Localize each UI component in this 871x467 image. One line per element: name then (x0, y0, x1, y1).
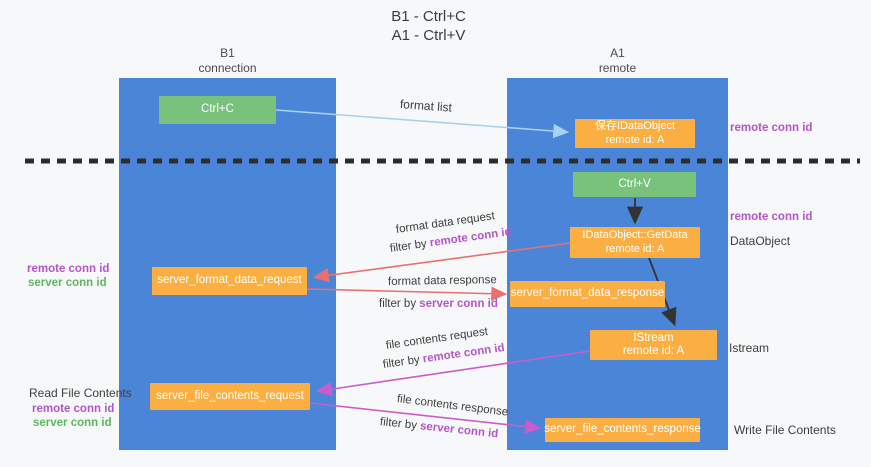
filter-by-text: filter by (379, 298, 420, 310)
remote-conn-id-annotation-top-left: remote conn id (27, 263, 110, 275)
file-contents-request-arrow (315, 350, 591, 397)
lifeline-a1-subtitle: remote (598, 61, 637, 75)
diagram-title: B1 - Ctrl+C A1 - Ctrl+V (0, 7, 857, 45)
lifeline-a1-title: A1 (610, 46, 625, 60)
idataobject-getdata-box: IDataObject::GetData remote id: A (570, 227, 700, 258)
istream-line1: IStream (633, 331, 674, 344)
dataobject-annotation: DataObject (730, 234, 791, 248)
server-format-data-response-label: server_format_data_response (510, 287, 665, 300)
title-line-1: B1 - Ctrl+C (391, 8, 466, 25)
save-idataobject-line1: 保存IDataObject (594, 120, 676, 132)
format-data-request-arrow (312, 242, 571, 283)
format-data-response-arrow (306, 286, 508, 301)
ctrl-v-label: Ctrl+V (618, 177, 651, 190)
save-idataobject-line2: remote id: A (605, 133, 665, 146)
server-file-contents-request-label: server_file_contents_request (156, 389, 304, 402)
server-conn-id-highlight: server conn id (419, 298, 498, 310)
lifeline-b1-subtitle: connection (198, 61, 257, 75)
idataobject-getdata-line1: IDataObject::GetData (582, 229, 688, 241)
title-line-2: A1 - Ctrl+V (391, 27, 466, 44)
remote-conn-id-annotation-bottom-left: remote conn id (32, 403, 115, 415)
lifeline-header-b1: B1 connection (119, 46, 336, 76)
server-format-data-response-box: server_format_data_response (510, 281, 665, 307)
remote-conn-id-annotation-mid-right: remote conn id (730, 211, 813, 223)
remote-conn-id-annotation-top-right: remote conn id (730, 122, 813, 134)
server-file-contents-response-label: server_file_contents_response (544, 423, 701, 436)
write-file-contents-annotation: Write File Contents (734, 423, 836, 437)
ctrl-v-box: Ctrl+V (573, 172, 696, 197)
format-list-arrow (275, 109, 570, 139)
istream-line2: remote id: A (622, 345, 685, 357)
server-format-data-request-label: server_format_data_request (157, 274, 302, 287)
server-file-contents-request-box: server_file_contents_request (150, 383, 310, 410)
format-data-response-filter-label: filter by server conn id (379, 298, 498, 310)
server-file-contents-response-box: server_file_contents_response (544, 418, 701, 442)
save-idataobject-box: 保存IDataObject remote id: A (575, 119, 695, 148)
ctrl-c-label: Ctrl+C (201, 103, 234, 116)
lifeline-header-a1: A1 remote (507, 46, 728, 76)
ctrl-c-box: Ctrl+C (159, 96, 276, 124)
read-file-contents-annotation: Read File Contents (29, 386, 132, 400)
istream-annotation: Istream (729, 341, 770, 355)
server-conn-id-annotation-bottom-left: server conn id (33, 417, 112, 429)
idataobject-getdata-line2: remote id: A (605, 242, 665, 255)
file-contents-response-arrow (309, 402, 542, 434)
istream-box: IStream remote id: A (590, 330, 717, 360)
lifeline-b1-title: B1 (220, 46, 235, 60)
server-conn-id-annotation-top-left: server conn id (28, 277, 107, 289)
format-data-response-label: format data response (387, 274, 497, 288)
server-format-data-request-box: server_format_data_request (152, 267, 307, 295)
